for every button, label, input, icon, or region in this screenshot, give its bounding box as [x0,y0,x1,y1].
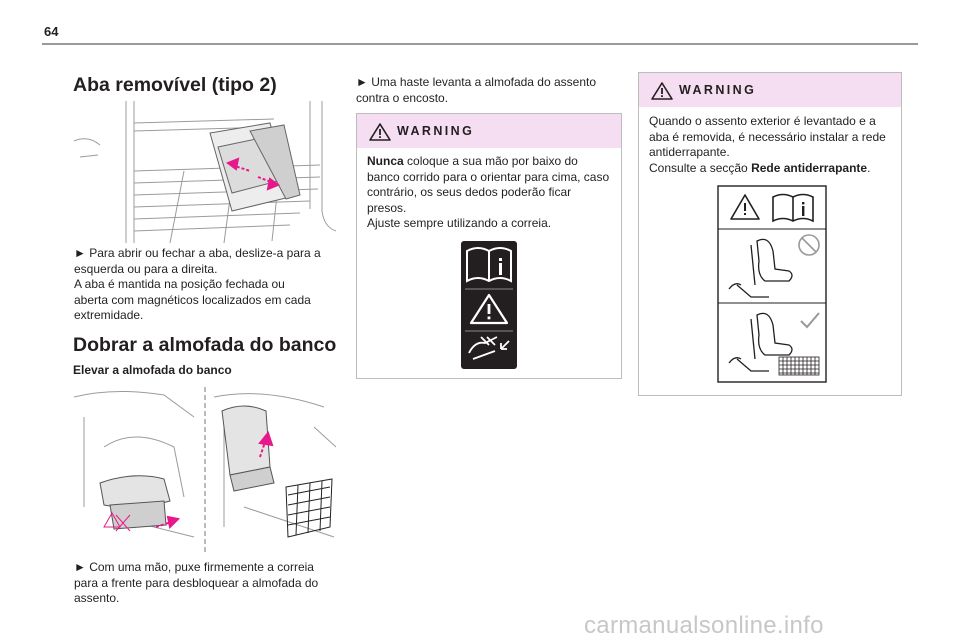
text-line: antiderrapante. [649,145,730,159]
text-line: esquerda ou para a direita. [74,261,218,276]
text-line: Consulte a secção Rede antiderrapante. [649,161,893,177]
flap-instructions: ► Para abrir ou fechar a aba, deslize-a … [74,246,344,324]
section-heading: Dobrar a almofada do banco [73,334,337,356]
text-span: coloque a sua mão por baixo do [403,154,578,168]
manual-book-icon [466,247,512,283]
checkmark-icon [800,312,820,329]
header-rule [42,43,918,45]
warning-pictogram-strip [461,241,517,369]
warning-box: WARNING Quando o assento exterior é leva… [638,72,902,396]
manual-book-icon [772,193,814,223]
page-number: 64 [44,24,59,39]
text-line: ► Com uma mão, puxe firmemente a correia [74,560,314,574]
warning-box: WARNING Nunca coloque a sua mão por baix… [356,113,622,379]
text-line: ► Para abrir ou fechar a aba, deslize-a … [74,246,321,260]
warning-title: WARNING [679,83,757,97]
strap-instructions: ► Com uma mão, puxe firmemente a correia… [74,560,344,607]
text-line: contra o encosto. [356,90,449,105]
text-line: ► Uma haste levanta a almofada do assent… [356,75,597,89]
text-line: aba é removida, é necessário instalar a … [649,129,886,144]
text-line: A aba é mantida na posição fechada ou [74,277,285,291]
caution-triangle-icon [730,194,760,220]
caution-triangle-icon [469,293,509,325]
warning-text: Quando o assento exterior é levantado e … [649,114,893,176]
watermark: carmanualsonline.info [584,612,824,639]
text-span: Consulte a secção [649,160,752,175]
seat-cushion-illustration [74,387,336,553]
text-line: contrário, os seus dedos poderão ficar [367,185,572,199]
section-heading: Aba removível (tipo 2) [73,74,277,96]
text-line: presos. [367,200,407,215]
net-grid-icon [778,356,820,376]
text-line: Nunca coloque a sua mão por baixo do [367,154,613,170]
text-line: Quando o assento exterior é levantado e … [649,114,876,128]
bold-reference: Rede antiderrapante [751,160,868,175]
text-line: para a frente para desbloquear a almofad… [74,575,319,590]
text-line: banco corrido para o orientar para cima,… [367,169,610,184]
subheading: Elevar a almofada do banco [73,363,232,377]
rod-instructions: ► Uma haste levanta a almofada do assent… [356,75,622,106]
warning-triangle-icon [651,82,673,100]
text-line: Ajuste sempre utilizando a correia. [367,216,552,230]
flap-illustration [74,101,336,243]
warning-title: WARNING [397,124,475,138]
warning-text: Nunca coloque a sua mão por baixo do ban… [367,154,613,232]
bold-lead: Nunca [367,154,404,168]
hand-pinch-icon [468,336,510,360]
text-line: assento. [74,591,120,605]
warning-header: WARNING [357,114,621,148]
prohibited-icon [798,234,820,256]
warning-header: WARNING [639,73,901,107]
warning-triangle-icon [369,123,391,141]
anti-slip-net-pictogram [717,185,827,383]
text-span: . [867,160,871,175]
text-line: extremidade. [74,308,144,322]
text-line: aberta com magnéticos localizados em cad… [74,292,311,307]
